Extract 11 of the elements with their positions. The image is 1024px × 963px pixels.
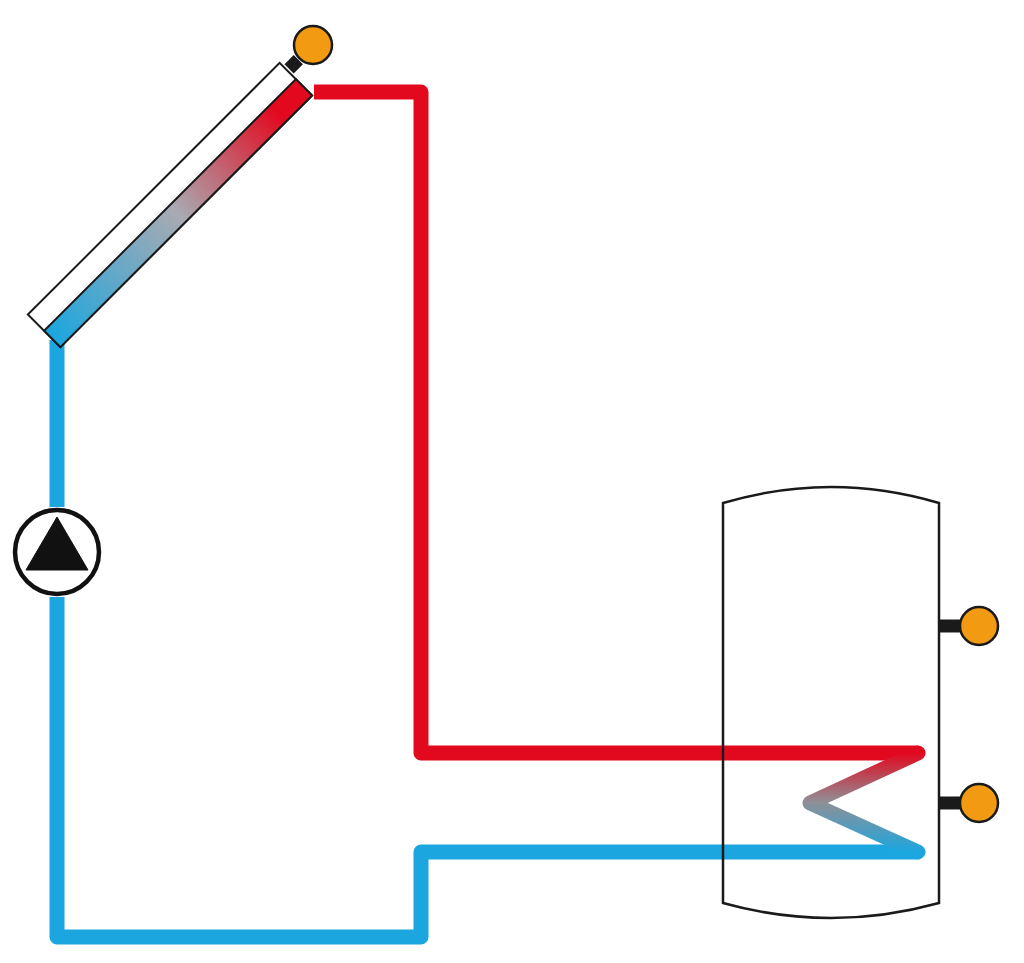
sensor-stem [284,55,303,74]
pump-icon [12,507,102,597]
sensor-stem [939,619,960,633]
sensor-icon [292,24,334,66]
heat-exchanger-coil [802,745,926,860]
pipe [49,597,918,945]
storage-tank [721,485,941,920]
sensor-stem [939,796,960,810]
pipe [49,340,65,507]
sensor-icon [958,782,1000,824]
sensor-icon [958,605,1000,647]
